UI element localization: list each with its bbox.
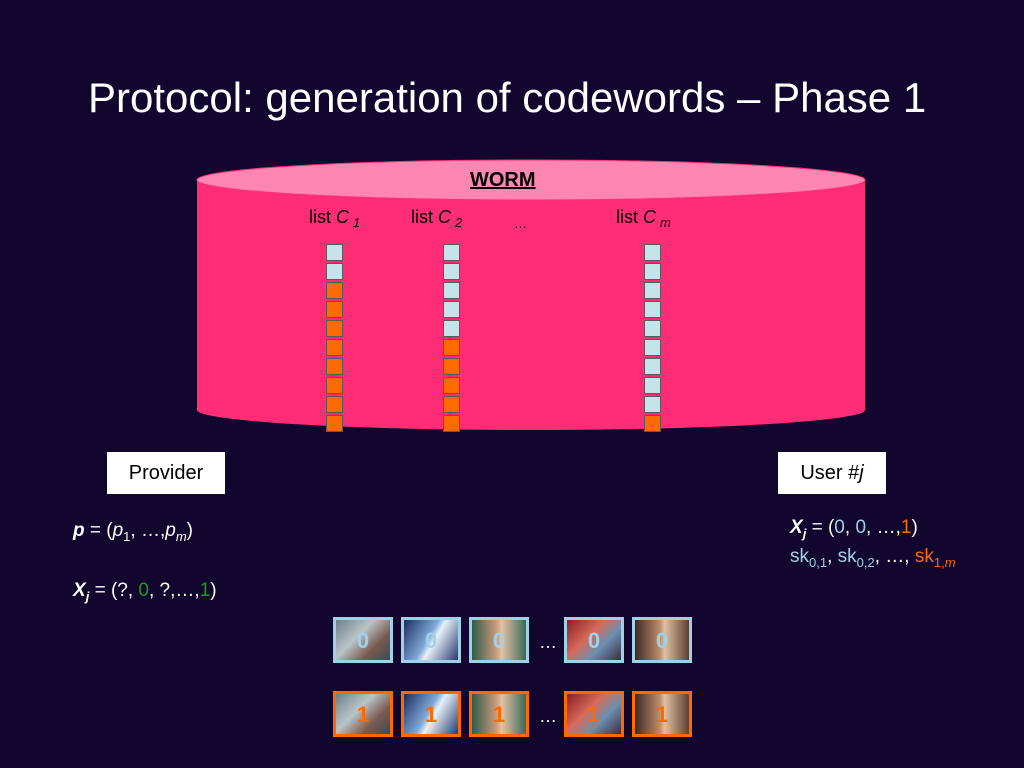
list-cell-blue xyxy=(443,263,460,280)
list-cell-orange xyxy=(443,396,460,413)
list-column-c2 xyxy=(443,244,460,434)
user-x-vector: Xj = (0, 0, …,1) xyxy=(790,517,918,541)
codeword-tile: 0 xyxy=(401,617,461,663)
list-cell-orange xyxy=(326,358,343,375)
codeword-ellipsis: … xyxy=(539,706,557,726)
codeword-tile: 1 xyxy=(401,691,461,737)
list-ellipsis: … xyxy=(514,216,527,231)
codeword-tile: 0 xyxy=(564,617,624,663)
codeword-ellipsis: … xyxy=(539,632,557,652)
list-cell-blue xyxy=(644,377,661,394)
list-cell-orange xyxy=(443,377,460,394)
list-cell-orange xyxy=(326,339,343,356)
codeword-tile: 1 xyxy=(632,691,692,737)
slide-title: Protocol: generation of codewords – Phas… xyxy=(88,74,927,121)
list-cell-orange xyxy=(326,282,343,299)
list-cell-blue xyxy=(443,282,460,299)
list-cell-orange xyxy=(326,415,343,432)
codeword-tile: 0 xyxy=(333,617,393,663)
list-cell-orange xyxy=(326,301,343,318)
list-cell-blue xyxy=(644,358,661,375)
list-cell-blue xyxy=(443,244,460,261)
provider-p-vector: p = (p1, …,pm) xyxy=(73,520,193,544)
list-cell-orange xyxy=(326,396,343,413)
list-cell-blue xyxy=(644,263,661,280)
list-cell-blue xyxy=(644,301,661,318)
list-cell-blue xyxy=(443,320,460,337)
codeword-tile: 1 xyxy=(333,691,393,737)
list-cell-orange xyxy=(644,415,661,432)
codeword-tile: 0 xyxy=(469,617,529,663)
user-secret-keys: sk0,1, sk0,2, …, sk1,m xyxy=(790,546,956,570)
list-column-c1 xyxy=(326,244,343,434)
list-cell-orange xyxy=(326,377,343,394)
list-cell-blue xyxy=(644,396,661,413)
list-cell-orange xyxy=(443,358,460,375)
list-cell-orange xyxy=(443,415,460,432)
list-cell-blue xyxy=(443,301,460,318)
list-cell-blue xyxy=(644,339,661,356)
user-box: User #j xyxy=(778,452,886,494)
list-cell-orange xyxy=(443,339,460,356)
codeword-tile: 1 xyxy=(469,691,529,737)
worm-label: WORM xyxy=(470,169,536,191)
list-column-cm xyxy=(644,244,661,434)
codeword-tile: 1 xyxy=(564,691,624,737)
list-cell-blue xyxy=(644,282,661,299)
provider-box: Provider xyxy=(107,452,225,494)
list-cell-blue xyxy=(644,244,661,261)
list-cell-orange xyxy=(326,320,343,337)
list-cell-blue xyxy=(326,263,343,280)
list-cell-blue xyxy=(644,320,661,337)
provider-x-vector: Xj = (?, 0, ?,…,1) xyxy=(73,580,217,604)
list-cell-blue xyxy=(326,244,343,261)
codeword-tile: 0 xyxy=(632,617,692,663)
